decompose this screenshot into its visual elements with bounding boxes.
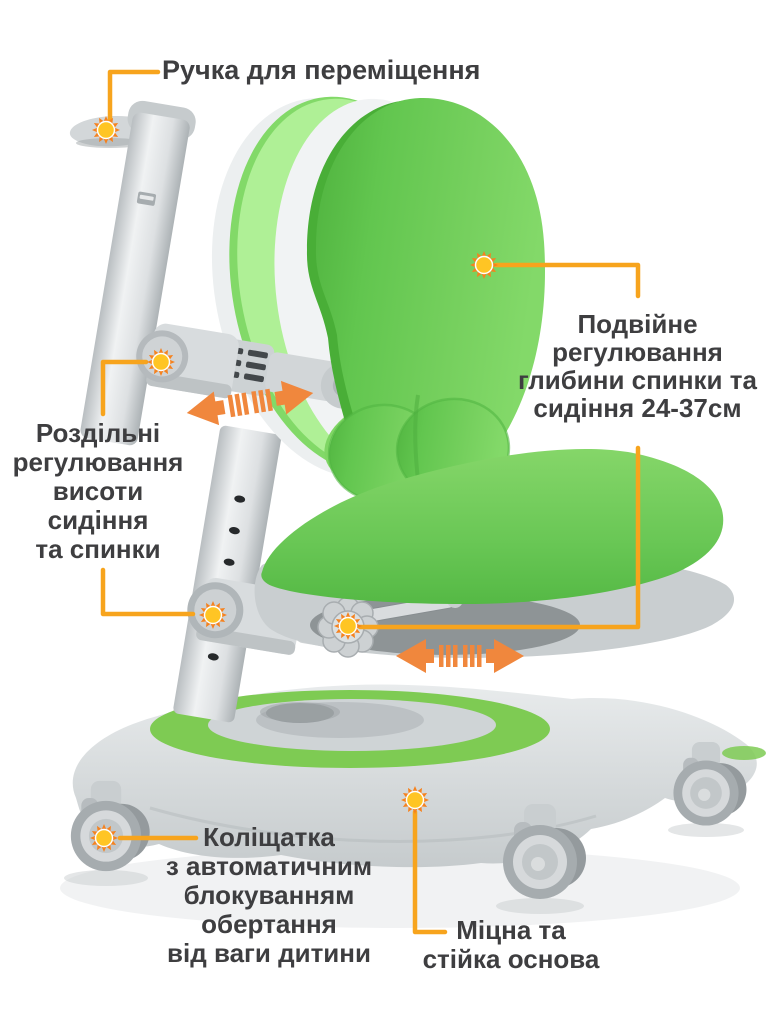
callout-line-handle [107, 69, 161, 123]
callout-line-height-bottom [100, 567, 196, 617]
backrest-main-cushion [306, 97, 546, 503]
seat-depth-knob[interactable] [317, 596, 379, 658]
callout-line-depth-bottom [357, 445, 641, 630]
label-line: сидіння [47, 505, 149, 535]
label-line: регулювання [12, 447, 184, 477]
label-handle: Ручка для переміщення [162, 54, 482, 86]
base-green-ring [150, 690, 766, 768]
label-backrest-depth: Подвійне регулювання глибини спинки та с… [500, 310, 768, 422]
seat-cushion [261, 448, 724, 604]
label-line: стійка основа [422, 944, 600, 974]
label-line: Ручка для переміщення [162, 55, 481, 85]
label-height-adjust: Роздільні регулювання висоти сидіння та … [0, 419, 196, 564]
label-wheels: Коліщатка з автоматичним блокуванням обе… [145, 823, 393, 968]
label-line: глибини спинки та [518, 365, 757, 395]
label-line: блокуванням [183, 880, 355, 910]
label-base: Міцна та стійка основа [387, 916, 635, 974]
label-line: висоти [52, 476, 144, 506]
label-line: Роздільні [35, 418, 161, 448]
callout-line-height-top [100, 359, 149, 417]
label-line: сидіння 24-37см [533, 393, 742, 423]
label-line: Коліщатка [203, 822, 335, 852]
handle-shadow [76, 138, 144, 148]
callout-line-base [412, 809, 448, 935]
label-line: Міцна та [456, 915, 566, 945]
callout-line-depth-top [493, 262, 641, 299]
callout-lines [100, 69, 641, 935]
label-line: Подвійне [577, 309, 698, 339]
label-line: обертання [201, 909, 337, 939]
pole-base-shadow [260, 702, 340, 722]
label-line: від ваги дитини [167, 938, 371, 968]
label-line: регулювання [552, 337, 723, 367]
upper-pole [80, 100, 196, 446]
label-line: та спинки [35, 534, 161, 564]
label-line: з автоматичним [165, 851, 373, 881]
